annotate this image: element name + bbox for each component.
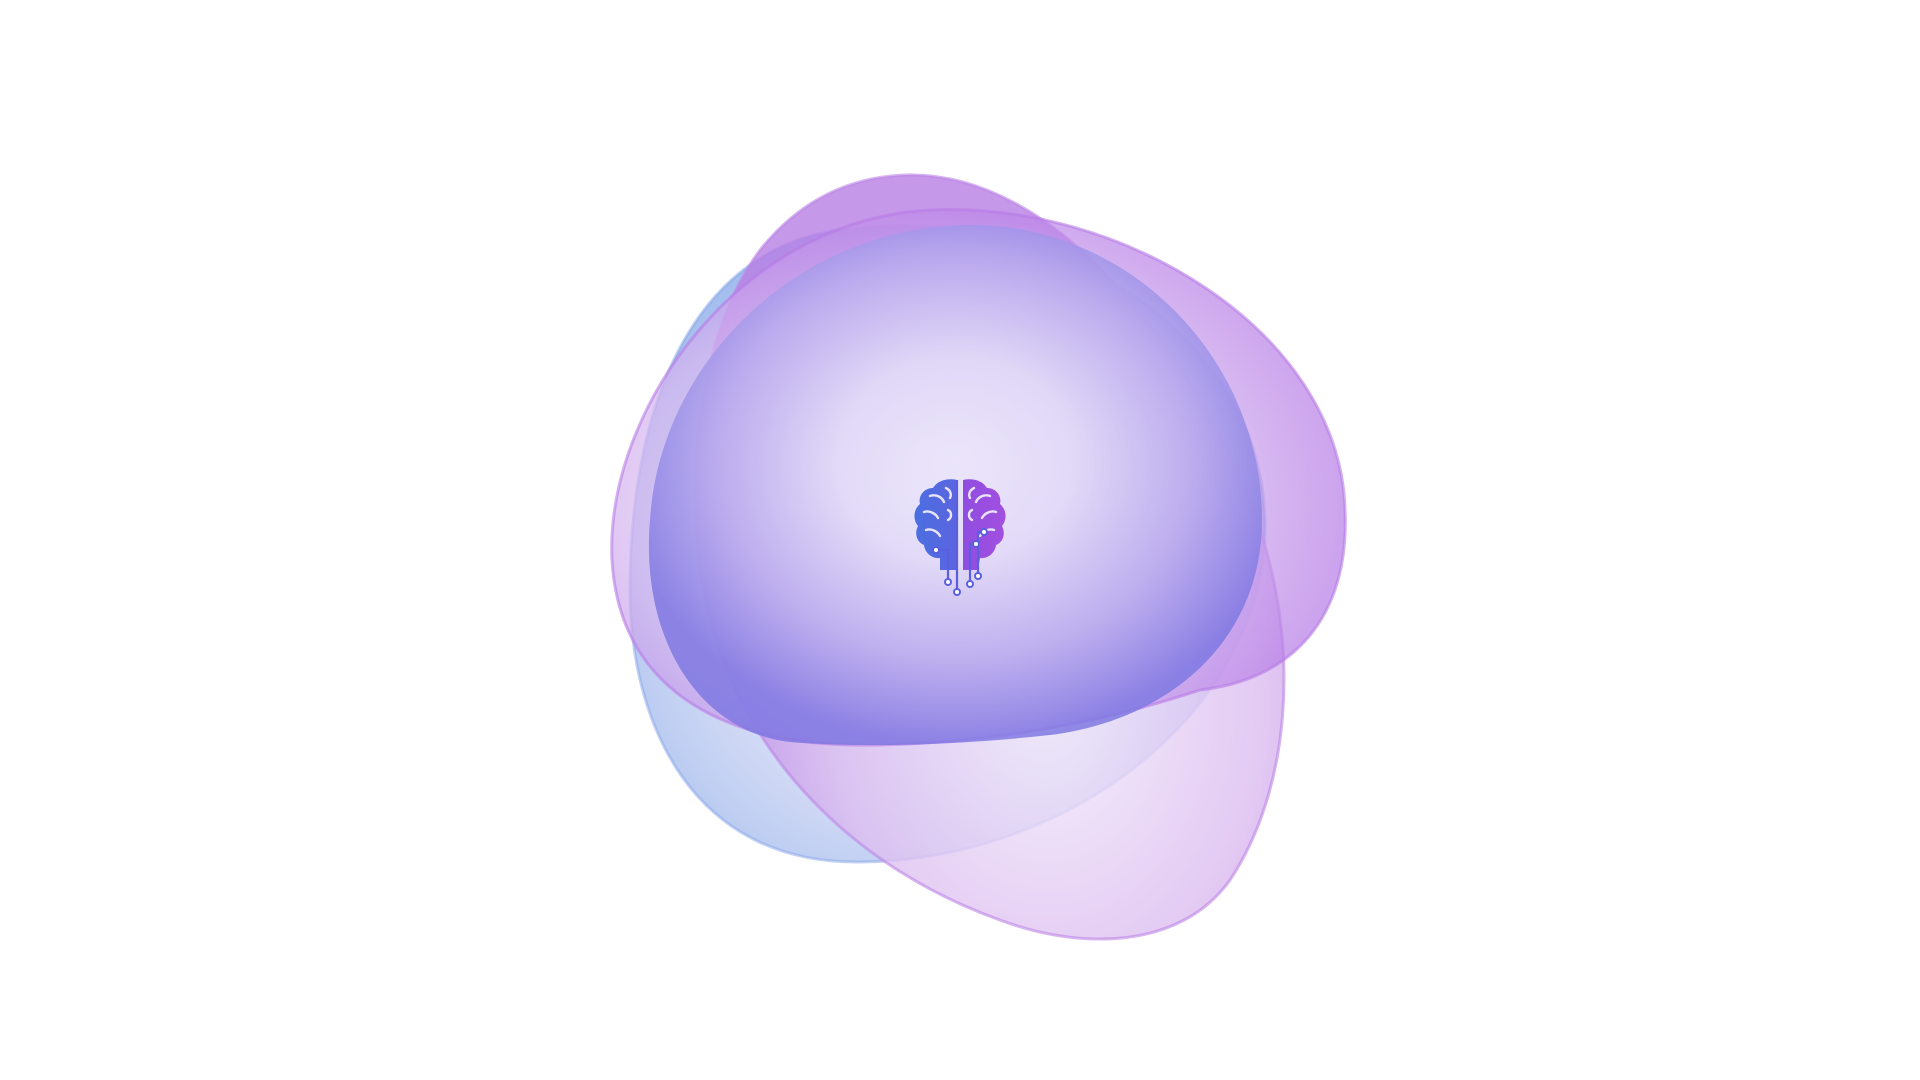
brain-right-hemisphere xyxy=(963,479,1006,570)
brain-circuit-icon xyxy=(914,479,1006,596)
brain-left-hemisphere xyxy=(914,479,957,570)
